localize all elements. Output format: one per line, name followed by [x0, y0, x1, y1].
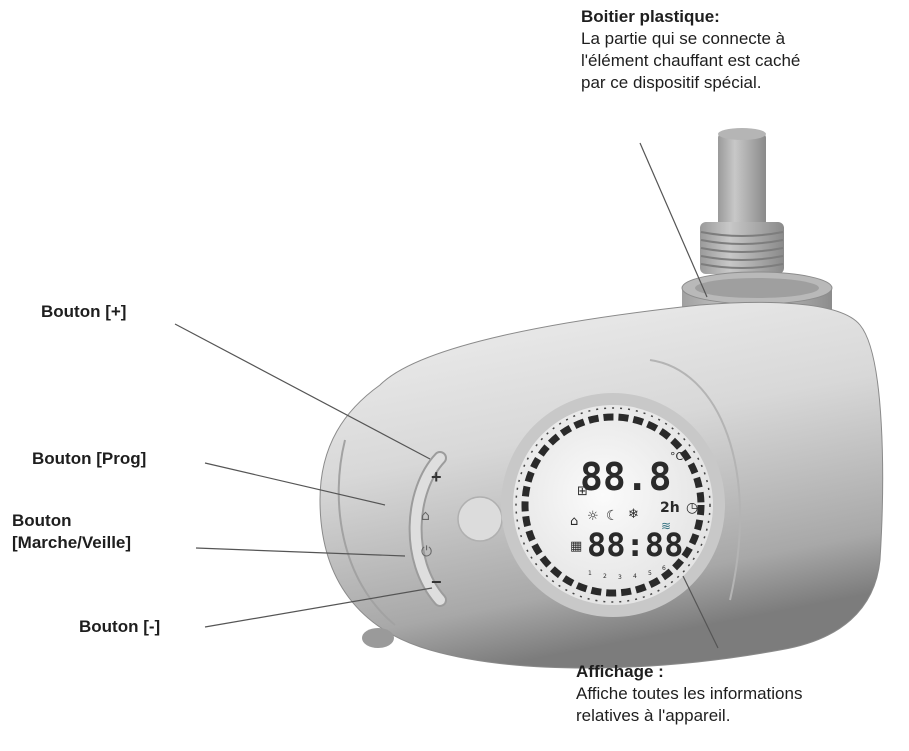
lcd-display: 88.8 °C ⊞ 2h ◷ ⌂ ☼ ☾ ❄ ≋ ▦ 88:88 1 2 3 4 5 6	[501, 393, 725, 617]
button-arc	[408, 451, 447, 607]
leader-lines	[174, 142, 719, 649]
power-button-label-line: [Marche/Veille]	[12, 533, 132, 552]
home-icon: ⌂	[570, 514, 578, 529]
display-title: Affichage :	[576, 662, 664, 681]
display-desc-line: Affiche toutes les informations	[576, 684, 803, 703]
svg-text:⌂: ⌂	[421, 508, 430, 524]
lcd-temp-unit: °C	[670, 450, 684, 463]
minus-button-callout: Bouton [-]	[79, 617, 161, 636]
svg-text:3: 3	[618, 574, 622, 581]
prog-button-callout: Bouton [Prog]	[32, 449, 147, 468]
housing-callout: Boitier plastique: La partie qui se conn…	[581, 6, 800, 94]
power-button-callout: Bouton [Marche/Veille]	[12, 510, 131, 554]
window-icon: ⊞	[577, 484, 588, 499]
lcd-mode-text: 2h	[660, 500, 680, 516]
calendar-icon: ▦	[570, 539, 582, 554]
svg-text:2: 2	[603, 573, 607, 580]
housing-title: Boitier plastique:	[581, 7, 720, 26]
sun-icon: ☼	[587, 509, 599, 524]
svg-text:−: −	[431, 572, 442, 592]
plus-button[interactable]: +	[431, 467, 442, 487]
svg-text:1: 1	[588, 570, 592, 577]
clock-icon: ◷	[686, 500, 698, 516]
wifi-icon: ≋	[661, 519, 671, 533]
housing-desc-line: par ce dispositif spécial.	[581, 73, 762, 92]
power-button[interactable]: ⏻	[421, 544, 432, 560]
minus-button[interactable]: −	[431, 572, 442, 592]
prog-button[interactable]: ⌂	[421, 508, 430, 524]
housing-desc-line: La partie qui se connecte à	[581, 29, 786, 48]
housing-desc-line: l'élément chauffant est caché	[581, 51, 801, 70]
pipe-connector	[681, 128, 833, 328]
svg-text:⏻: ⏻	[421, 544, 432, 560]
sensor-window	[457, 496, 503, 542]
display-callout: Affichage : Affiche toutes les informati…	[576, 661, 802, 727]
svg-text:6: 6	[662, 565, 666, 572]
plus-button-callout: Bouton [+]	[41, 302, 127, 321]
svg-text:4: 4	[633, 573, 637, 580]
svg-text:5: 5	[648, 570, 652, 577]
moon-icon: ☾	[606, 508, 619, 524]
lcd-temperature: 88.8	[580, 455, 672, 499]
display-desc-line: relatives à l'appareil.	[576, 706, 731, 725]
svg-text:+: +	[431, 467, 442, 487]
power-button-label-line: Bouton	[12, 511, 72, 530]
lcd-time: 88:88	[587, 526, 683, 564]
snowflake-icon: ❄	[628, 507, 639, 522]
